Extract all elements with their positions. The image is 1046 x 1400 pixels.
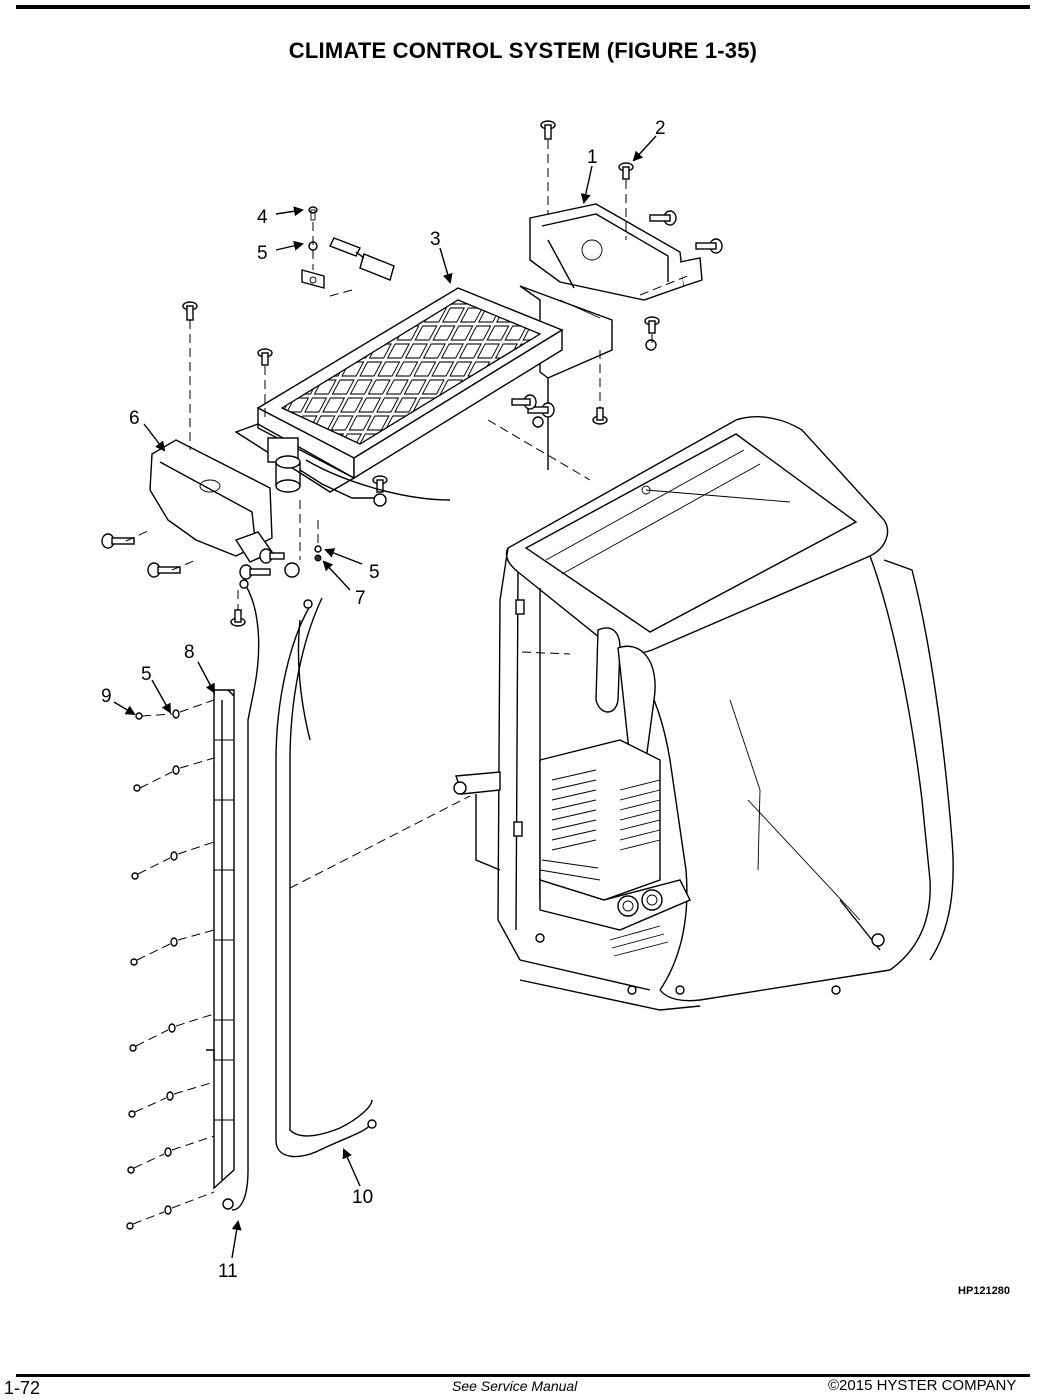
screw-icon bbox=[135, 699, 215, 720]
heater-hoses bbox=[222, 459, 451, 1211]
page-title: CLIMATE CONTROL SYSTEM (FIGURE 1-35) bbox=[288, 38, 758, 63]
blower-duct-part bbox=[529, 203, 703, 301]
bolt-icon bbox=[308, 206, 318, 221]
bolt-icon bbox=[695, 238, 723, 254]
screw-icon bbox=[127, 1135, 215, 1174]
bolt-icon bbox=[527, 402, 555, 418]
copyright: ©2015 HYSTER COMPANY bbox=[828, 1377, 1017, 1394]
figure-id: HP121280 bbox=[958, 1285, 1010, 1297]
callout-6: 6 bbox=[129, 408, 140, 429]
bolt-icon bbox=[592, 407, 608, 425]
callout-5-top: 5 bbox=[257, 243, 268, 264]
callout-labels: 1 2 3 4 5 6 5 7 8 5 9 10 11 bbox=[101, 118, 666, 1282]
bolt-icon bbox=[649, 210, 677, 226]
callout-5-left: 5 bbox=[141, 664, 152, 685]
assembly-guide-lines bbox=[125, 140, 691, 889]
screw-icon bbox=[126, 1191, 215, 1230]
electrical-connector-part bbox=[301, 237, 395, 289]
heater-core-part bbox=[234, 287, 564, 520]
bolt-icon bbox=[259, 548, 285, 564]
bolt-icon bbox=[147, 562, 181, 578]
air-duct-part bbox=[149, 439, 274, 563]
screws-and-washers bbox=[126, 699, 215, 1230]
callout-2: 2 bbox=[655, 118, 666, 139]
hardware-bolts bbox=[101, 120, 723, 627]
callout-10: 10 bbox=[352, 1187, 373, 1208]
callout-4: 4 bbox=[257, 207, 268, 228]
callout-3: 3 bbox=[430, 229, 441, 250]
bolt-icon bbox=[101, 533, 135, 549]
callout-7: 7 bbox=[355, 588, 366, 609]
bolt-icon bbox=[230, 609, 246, 627]
callout-8: 8 bbox=[184, 642, 195, 663]
callout-9: 9 bbox=[101, 686, 112, 707]
bolt-icon bbox=[372, 475, 388, 493]
footer-note: See Service Manual bbox=[452, 1378, 578, 1394]
bolt-icon bbox=[239, 564, 271, 580]
bolt-icon bbox=[257, 348, 273, 366]
screw-icon bbox=[129, 1013, 215, 1052]
bolt-icon bbox=[511, 394, 537, 410]
callout-leaders bbox=[113, 135, 657, 1259]
screw-icon bbox=[131, 841, 215, 880]
callout-11: 11 bbox=[218, 1261, 238, 1282]
bolt-icon bbox=[540, 120, 556, 140]
screw-icon bbox=[133, 757, 215, 792]
exploded-parts-diagram: 1 2 3 4 5 6 5 7 8 5 9 10 11 bbox=[101, 118, 954, 1282]
bottom-rule bbox=[16, 1374, 1030, 1377]
bolt-icon bbox=[644, 316, 660, 334]
vent-strip-part bbox=[206, 689, 235, 1190]
screw-icon bbox=[130, 929, 215, 966]
operator-cab-illustration bbox=[453, 416, 954, 1011]
page-number: 1-72 bbox=[4, 1378, 41, 1398]
heater-mounting-bracket bbox=[519, 285, 613, 470]
bolt-icon bbox=[182, 301, 198, 321]
callout-5-mid: 5 bbox=[369, 562, 380, 583]
top-rule bbox=[16, 5, 1030, 9]
bolt-icon bbox=[618, 162, 634, 180]
callout-1: 1 bbox=[587, 147, 598, 168]
screw-icon bbox=[128, 1081, 215, 1118]
